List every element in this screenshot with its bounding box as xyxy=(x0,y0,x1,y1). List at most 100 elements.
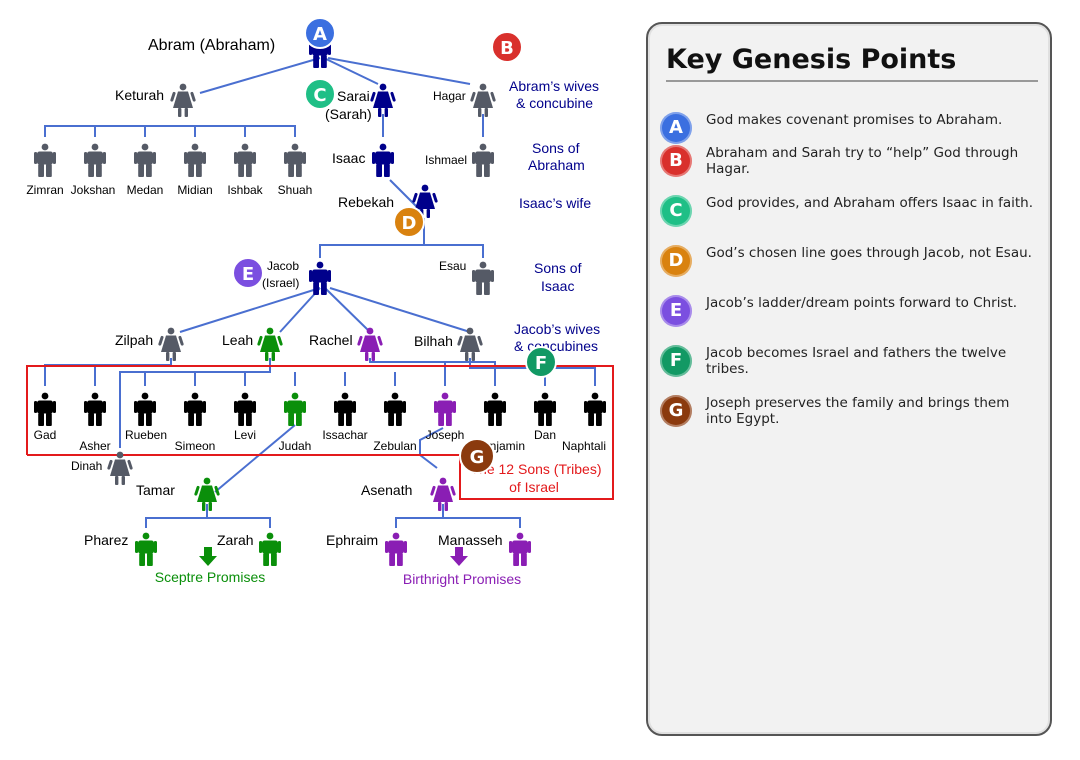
label-rachel: Rachel xyxy=(309,332,353,348)
svg-text:Medan: Medan xyxy=(127,183,164,197)
label-abraham: Abraham xyxy=(528,157,585,173)
svg-text:Zimran: Zimran xyxy=(26,183,63,197)
svg-text:Midian: Midian xyxy=(177,183,212,197)
key-point-f: F Jacob becomes Israel and fathers the t… xyxy=(660,345,1040,385)
birthright-arrow xyxy=(450,547,468,566)
label-asenath: Asenath xyxy=(361,482,412,498)
svg-text:Naphtali: Naphtali xyxy=(562,439,606,453)
label-isaacs-wife: Isaac’s wife xyxy=(519,195,591,211)
svg-text:Zebulan: Zebulan xyxy=(373,439,416,453)
svg-text:Levi: Levi xyxy=(234,428,256,442)
label-leah: Leah xyxy=(222,332,253,348)
label-twelve-tribes-2: of Israel xyxy=(509,479,559,495)
label-keturah: Keturah xyxy=(115,87,164,103)
key-point-text: Joseph preserves the family and brings t… xyxy=(706,395,1010,427)
svg-text:Shuah: Shuah xyxy=(278,183,313,197)
label-sarai: Sarai xyxy=(337,88,370,104)
figure-joseph xyxy=(434,392,456,426)
badge-a: A xyxy=(304,17,336,49)
figure-hagar xyxy=(469,83,497,117)
label-esau: Esau xyxy=(439,259,466,273)
key-point-e: E Jacob’s ladder/dream points forward to… xyxy=(660,295,1040,335)
figure-rachel xyxy=(356,327,384,361)
label-abrams-wives: Abram’s wives xyxy=(509,78,599,94)
svg-text:Issachar: Issachar xyxy=(322,428,367,442)
connector-lines xyxy=(44,57,596,528)
label-and-concubine: & concubine xyxy=(516,95,593,111)
figure-sarai xyxy=(369,83,397,117)
label-jacob: Jacob xyxy=(267,259,299,273)
label-sarah: (Sarah) xyxy=(325,106,372,122)
label-sceptre-promises: Sceptre Promises xyxy=(155,569,265,585)
figure-esau xyxy=(472,261,494,295)
label-zarah: Zarah xyxy=(217,532,254,548)
key-point-text: God provides, and Abraham offers Isaac i… xyxy=(706,195,1034,211)
label-rebekah: Rebekah xyxy=(338,194,394,210)
figure-dinah xyxy=(106,451,134,485)
figure-isaac xyxy=(372,143,394,177)
svg-text:Asher: Asher xyxy=(79,439,110,453)
figures xyxy=(34,34,606,566)
badge-e: E xyxy=(232,257,264,289)
figure-zilpah xyxy=(157,327,185,361)
figure-judah xyxy=(284,392,306,426)
figure-keturah xyxy=(169,83,197,117)
svg-text:F: F xyxy=(535,353,547,374)
label-ishmael: Ishmael xyxy=(425,153,467,167)
figure-ishmael xyxy=(472,143,494,177)
key-point-text: Jacob’s ladder/dream points forward to C… xyxy=(706,295,1018,311)
label-birthright-promises: Birthright Promises xyxy=(403,571,521,587)
svg-text:Gad: Gad xyxy=(34,428,57,442)
label-sons-of-isaac-1: Sons of xyxy=(534,260,582,276)
label-dinah: Dinah xyxy=(71,459,102,473)
key-point-d: D God’s chosen line goes through Jacob, … xyxy=(660,245,1040,285)
figure-leah xyxy=(256,327,284,361)
badge-c: C xyxy=(304,78,336,110)
label-israel: (Israel) xyxy=(262,276,299,290)
badge-b: B xyxy=(491,31,523,63)
label-keturah-sons: Zimran Jokshan Medan Midian Ishbak Shuah xyxy=(26,183,312,197)
key-point-text: God’s chosen line goes through Jacob, no… xyxy=(706,245,1032,261)
label-twelve-tribes-1: The 12 Sons (Tribes) xyxy=(471,461,602,477)
key-point-a: A God makes covenant promises to Abraham… xyxy=(660,112,1040,152)
key-point-text: Jacob becomes Israel and fathers the twe… xyxy=(706,345,1007,377)
svg-text:E: E xyxy=(242,264,254,285)
badge-a-icon: A xyxy=(660,112,692,144)
badge-f: F xyxy=(525,346,557,378)
badge-f-icon: F xyxy=(660,345,692,377)
panel-title: Key Genesis Points xyxy=(666,44,957,75)
key-point-c: C God provides, and Abraham offers Isaac… xyxy=(660,195,1040,235)
panel-divider xyxy=(666,80,1038,82)
key-point-b: B Abraham and Sarah try to “help” God th… xyxy=(660,145,1040,185)
label-ephraim: Ephraim xyxy=(326,532,378,548)
figure-keturah-sons xyxy=(34,143,306,177)
svg-text:G: G xyxy=(470,447,485,468)
svg-text:Dan: Dan xyxy=(534,428,556,442)
svg-text:Ishbak: Ishbak xyxy=(227,183,263,197)
svg-text:Rueben: Rueben xyxy=(125,428,167,442)
label-jacobs-wives: Jacob’s wives xyxy=(514,321,600,337)
svg-text:C: C xyxy=(313,85,326,106)
label-sons-of: Sons of xyxy=(532,140,580,156)
svg-text:B: B xyxy=(500,38,514,59)
badge-e-icon: E xyxy=(660,295,692,327)
sceptre-arrow xyxy=(199,547,217,566)
key-points-panel: Key Genesis Points A God makes covenant … xyxy=(646,22,1052,736)
badge-b-icon: B xyxy=(660,145,692,177)
figure-bilhah xyxy=(456,327,484,361)
badge-c-icon: C xyxy=(660,195,692,227)
svg-text:Judah: Judah xyxy=(279,439,312,453)
badge-d-icon: D xyxy=(660,245,692,277)
label-abram: Abram (Abraham) xyxy=(148,37,275,54)
badge-g-icon: G xyxy=(660,395,692,427)
label-tamar: Tamar xyxy=(136,482,175,498)
label-hagar: Hagar xyxy=(433,89,466,103)
badge-d: D xyxy=(393,206,425,238)
svg-text:Joseph: Joseph xyxy=(426,428,465,442)
badge-g: G xyxy=(459,438,495,474)
label-and-concubines: & concubines xyxy=(514,338,598,354)
label-isaac: Isaac xyxy=(332,150,365,166)
key-point-text: Abraham and Sarah try to “help” God thro… xyxy=(706,145,1019,177)
label-zilpah: Zilpah xyxy=(115,332,153,348)
family-tree-diagram: Abram (Abraham) Keturah Sarai (Sarah) Ha… xyxy=(26,17,614,587)
